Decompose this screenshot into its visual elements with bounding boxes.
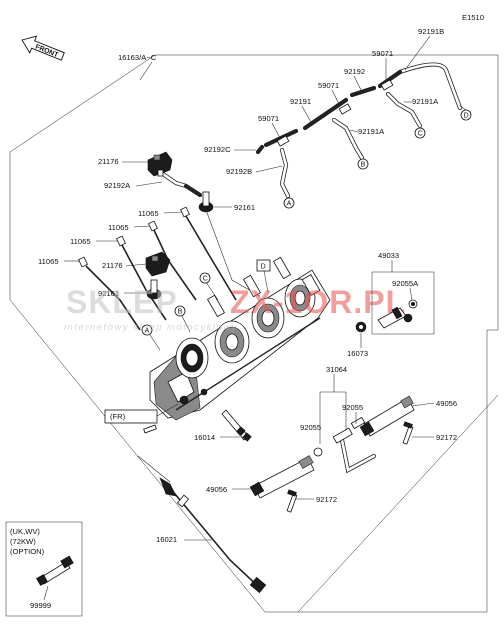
delivery-pipe-49056-b — [249, 455, 315, 499]
part-99999 — [36, 555, 74, 586]
oring-92055A — [408, 299, 418, 309]
watermark-right: ZX-1OR.PL — [230, 284, 406, 320]
fitting-49033 — [377, 306, 413, 329]
ref-circle-C-top: C — [414, 127, 426, 139]
label-92055-b: 92055 — [342, 403, 363, 412]
watermark-sub: internetowy sklep motocyklowy — [64, 322, 238, 333]
cable-16021 — [159, 477, 267, 594]
screw-92161-a — [198, 191, 214, 213]
frame-outline — [9, 54, 499, 613]
svg-text:B: B — [178, 309, 183, 316]
label-49033: 49033 — [378, 251, 399, 260]
connector-59071-a — [380, 79, 394, 91]
label-16163: 16163/A~C — [118, 53, 157, 62]
label-11065-b: 11065 — [108, 223, 129, 232]
svg-text:B: B — [361, 162, 366, 169]
svg-text:A: A — [145, 328, 150, 335]
fr-box — [104, 409, 158, 424]
label-99999: 99999 — [30, 601, 51, 610]
vacuum-hose-assembly — [157, 62, 463, 199]
kit-box-49033 — [371, 271, 435, 335]
label-92192A: 92192A — [104, 181, 131, 190]
label-59071-c: 59071 — [258, 114, 279, 123]
label-92172-b: 92172 — [316, 495, 337, 504]
label-21176-a: 21176 — [98, 157, 119, 166]
label-11065-c: 11065 — [70, 237, 91, 246]
svg-text:C: C — [418, 131, 423, 138]
oring-92055-a — [313, 447, 323, 457]
label-92191A: 92191A — [358, 127, 385, 136]
diagram-code: E1510 — [462, 13, 484, 22]
fr-label: (FR) — [110, 412, 126, 421]
option-line1: (UK,WV) — [10, 527, 40, 536]
watermark-left: SKLEP — [66, 284, 178, 320]
label-49056-a: 49056 — [436, 399, 457, 408]
leader-16163 — [139, 61, 153, 81]
connector-59071-b — [338, 103, 352, 115]
label-16073: 16073 — [347, 349, 368, 358]
screw-92161-b — [146, 279, 162, 300]
part-16014 — [221, 409, 252, 442]
ref-circle-B-mid: B — [174, 305, 191, 333]
svg-text:A: A — [287, 201, 292, 208]
label-92191A-right: 92191A — [412, 97, 439, 106]
label-92161-b: 92161 — [98, 289, 119, 298]
label-11065-d: 11065 — [38, 257, 59, 266]
label-92192-top: 92192 — [344, 67, 365, 76]
svg-text:D: D — [464, 113, 469, 120]
ref-circle-C-mid: C — [199, 272, 219, 301]
label-92191B: 92191B — [418, 27, 444, 36]
label-49056-b: 49056 — [206, 485, 227, 494]
svg-text:C: C — [203, 276, 208, 283]
cap-11065-c — [116, 235, 126, 247]
label-92192C: 92192C — [204, 145, 231, 154]
cap-11065-d — [78, 256, 88, 268]
label-92055A: 92055A — [392, 279, 419, 288]
ref-circle-D-top: D — [459, 105, 472, 121]
ref-circle-A-mid: A — [141, 324, 161, 351]
ref-circle-A-top: A — [283, 197, 295, 209]
bolt-92172-b — [286, 489, 298, 513]
watermark: SKLEP ZX-1OR.PL internetowy sklep motocy… — [64, 284, 406, 333]
front-arrow-icon: FRONT — [21, 35, 65, 61]
label-92161-a: 92161 — [234, 203, 255, 212]
throttle-body-assembly — [149, 256, 331, 421]
pressure-sensor-21176-b — [145, 251, 171, 277]
connector-59071-c — [276, 135, 290, 147]
small-bolt-fr — [143, 424, 157, 434]
label-92172-a: 92172 — [436, 433, 457, 442]
svg-text:D: D — [261, 264, 266, 271]
label-16021: 16021 — [156, 535, 177, 544]
ref-circle-B-top: B — [357, 158, 369, 170]
label-92191: 92191 — [290, 97, 311, 106]
cap-11065-b — [148, 220, 158, 232]
pressure-sensor-21176-a — [147, 151, 173, 177]
option-box — [5, 521, 83, 617]
option-line2: (72KW) — [10, 537, 36, 546]
label-92192B: 92192B — [226, 167, 252, 176]
ref-circle-D-mid: D — [256, 259, 271, 293]
label-16014: 16014 — [194, 433, 215, 442]
label-92055-a: 92055 — [300, 423, 321, 432]
fuel-pipe-31064 — [332, 416, 377, 474]
bolt-92172-a — [402, 421, 414, 445]
label-59071-a: 59071 — [372, 49, 393, 58]
label-11065-a: 11065 — [138, 209, 159, 218]
label-59071-b: 59071 — [318, 81, 339, 90]
oring-16073 — [355, 321, 367, 333]
label-21176-b: 21176 — [102, 261, 123, 270]
delivery-pipe-49056-a — [359, 395, 415, 437]
option-line3: (OPTION) — [10, 547, 45, 556]
label-31064: 31064 — [326, 365, 347, 374]
